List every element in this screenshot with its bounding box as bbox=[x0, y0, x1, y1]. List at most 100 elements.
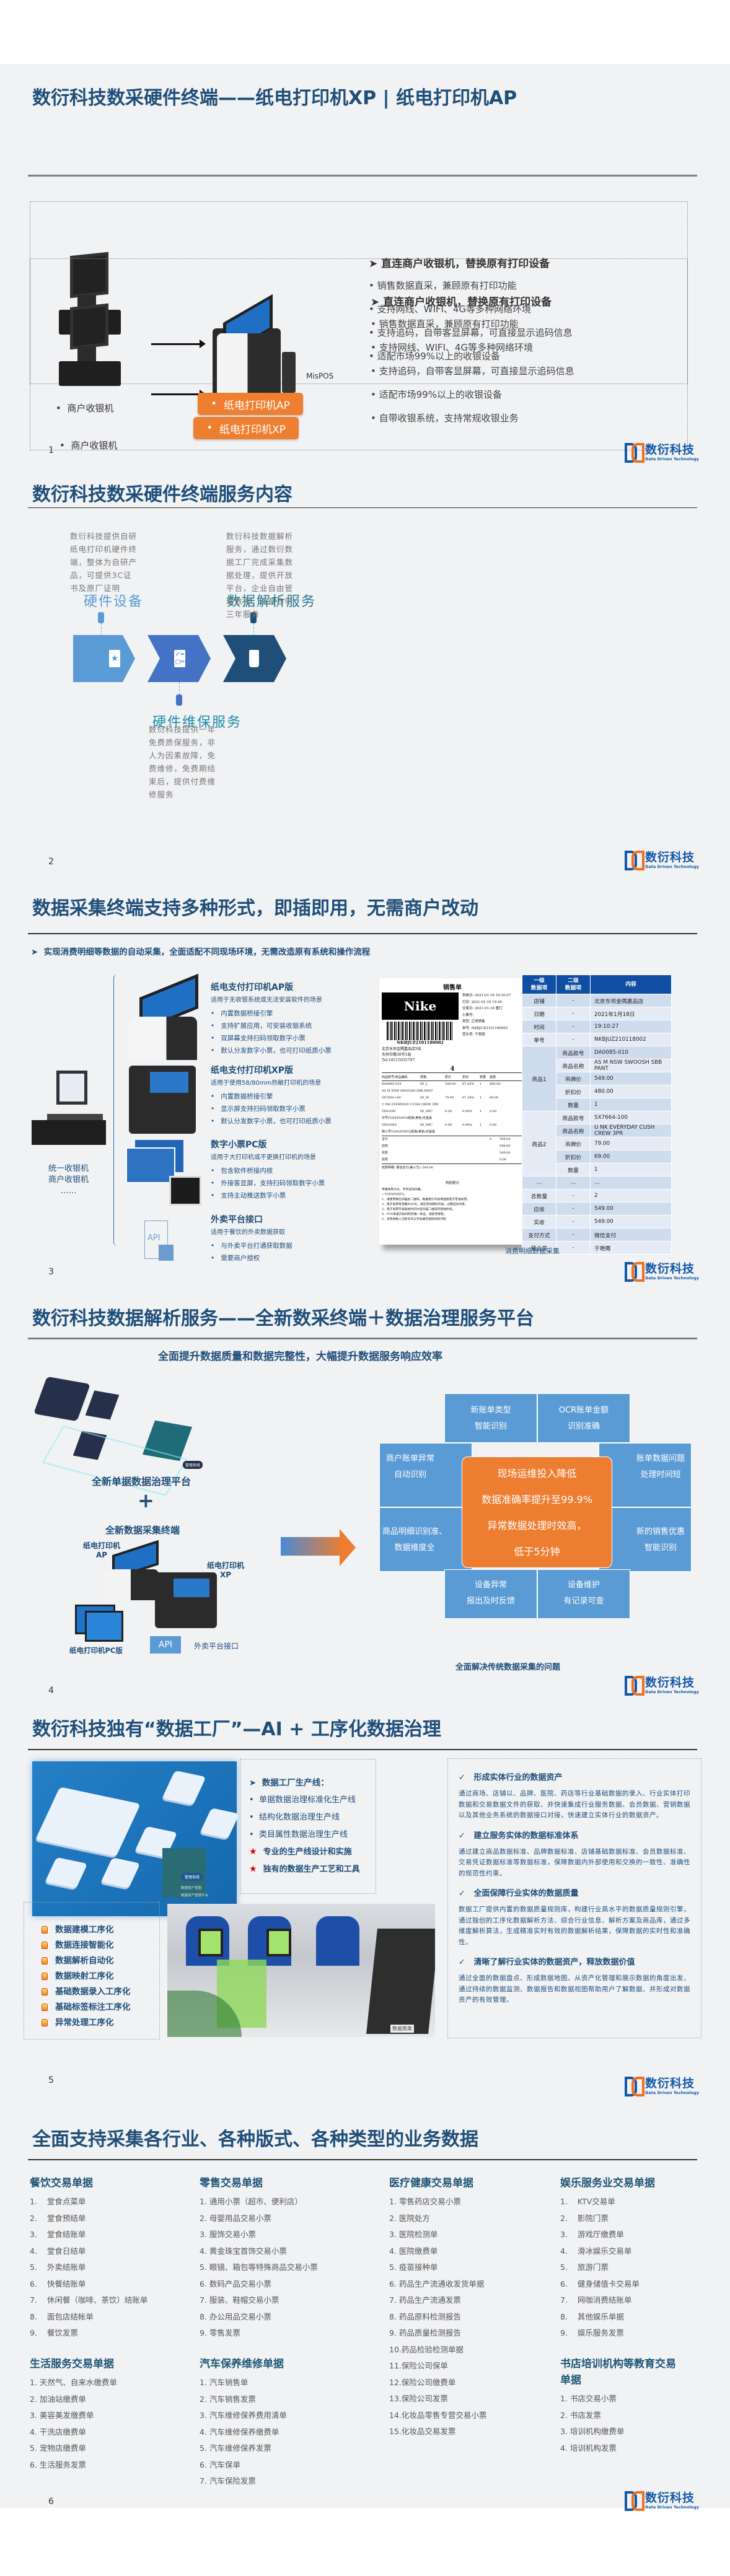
benefit-box: 设备维护 有记录可查 bbox=[537, 1569, 630, 1619]
table-caption: 消费明细数据采集 bbox=[505, 1247, 560, 1255]
thumbs-up-icon bbox=[42, 1957, 48, 1965]
mispos-image bbox=[282, 352, 296, 393]
logo-mark-icon bbox=[625, 2491, 644, 2511]
title-rule bbox=[28, 1749, 697, 1750]
logo-mark-icon bbox=[625, 443, 644, 463]
slide-5: 数衍科技独有“数据工厂”—AI + 工序化数据治理 管理系统 数据资产视图 数据… bbox=[0, 1712, 730, 2108]
slide-3: 数据采集终端支持多种形式，即插即用，无需商户改动 ➤ 实现消费明细等数据的自动采… bbox=[0, 869, 730, 1290]
device-tag-ap: • 纸电打印机AP bbox=[198, 393, 303, 415]
title-rule bbox=[28, 175, 697, 177]
slide-3-subtitle: ➤ 实现消费明细等数据的自动采集，全面适配不同现场环境，无需改造原有系统和操作流… bbox=[31, 947, 371, 957]
slide-4: 数衍科技数据解析服务——全新数采终端＋数据治理服务平台 全面提升数据质量和数据完… bbox=[0, 1290, 730, 1712]
category-retail: 零售交易单据 1. 通用小票（超市、便利店） 2. 母婴用品交易小票 3. 服饰… bbox=[200, 2177, 318, 2337]
benefits-box bbox=[447, 1758, 701, 2038]
page-number: 4 bbox=[48, 1686, 54, 1696]
data-factory-illustration: 管理系统 数据资产视图 数据资产管理平台 bbox=[32, 1761, 240, 1916]
key-metrics-panel: 现场运维投入降低 数据准确率提升至99.9% 异常数据处理时效高， 低于5分钟 bbox=[462, 1457, 612, 1568]
terminal-label: 全新数据采集终端 bbox=[105, 1525, 180, 1536]
production-lines-box bbox=[240, 1759, 376, 1894]
feature-item: • 自带收银系统，支持常规收银业务 bbox=[371, 413, 519, 424]
checklist-icon: ✓═○═ bbox=[174, 650, 185, 667]
device-pc-label: 纸电打印机PC版 bbox=[69, 1646, 123, 1655]
category-dining: 餐饮交易单据 1. 堂食点菜单 2. 堂食预结单 3. 堂食结账单 4. 堂食日… bbox=[30, 2177, 148, 2337]
slide-4-subtitle: 全面提升数据质量和数据完整性，大幅提升数据服务响应效率 bbox=[158, 1351, 442, 1363]
receipt-notice: 传播体育文化，尽享运动乐趣。—TOPSPORTS。1、请使用微信扫描此二维码，根… bbox=[382, 1188, 470, 1221]
benefits-caption: 全面解决传统数据采集的问题 bbox=[455, 1663, 561, 1672]
logo-mark-icon bbox=[625, 851, 644, 870]
device-tag-xp: • 纸电打印机XP bbox=[193, 417, 299, 439]
slide-6-title: 全面支持采集各行业、各种版式、各种类型的业务数据 bbox=[32, 2129, 478, 2150]
panel-xp-features: ➤ 直连商户收银机，替换原有打印设备 • 销售数据直采，兼顾原有打印功能 • 支… bbox=[369, 255, 666, 373]
platform-label: 全新单据数据治理平台 bbox=[92, 1476, 191, 1487]
step-2-label: 硬件维保服务 bbox=[152, 715, 242, 730]
api-badge: API bbox=[150, 1636, 181, 1654]
database-tray-icon bbox=[249, 650, 259, 667]
red-star-icon: ★ bbox=[249, 1847, 257, 1857]
line-item: • 单据数据治理标准化生产线 bbox=[249, 1795, 356, 1805]
slide-5-title: 数衍科技独有“数据工厂”—AI + 工序化数据治理 bbox=[32, 1719, 441, 1740]
feature-item: • 支持追码，自带客显屏幕，可直接显示追码信息 bbox=[369, 327, 573, 338]
table-row: ……… bbox=[522, 1176, 671, 1189]
page-number: 1 bbox=[48, 445, 54, 455]
table-row: 支付方式-微信支付 bbox=[522, 1229, 671, 1241]
feature-heading: ➤ 直连商户收银机，替换原有打印设备 bbox=[371, 296, 552, 309]
product-xp-image bbox=[129, 1066, 196, 1134]
process-item: 基础标签标注工序化 bbox=[42, 2000, 131, 2015]
table-row: 总数量-2 bbox=[522, 1189, 671, 1202]
feature-item: • 销售数据直采，兼顾原有打印功能 bbox=[369, 280, 517, 291]
panel-ap bbox=[30, 258, 688, 450]
arrow-gradient-icon bbox=[281, 1529, 356, 1566]
title-rule bbox=[28, 2159, 697, 2160]
feature-item: • 销售数据直采，兼顾原有打印功能 bbox=[371, 318, 519, 330]
check-icon: ✓ bbox=[459, 1889, 465, 1898]
category-auto: 汽车保养维修单据 1. 汽车销售单 2. 汽车销售发票 3. 汽车维修保养费用清… bbox=[200, 2358, 287, 2486]
logo-mark-icon bbox=[625, 1676, 644, 1696]
slide-4-title: 数衍科技数据解析服务——全新数采终端＋数据治理服务平台 bbox=[32, 1308, 534, 1330]
red-star-icon: ★ bbox=[249, 1864, 257, 1874]
step-1-label: 硬件设备 bbox=[84, 594, 144, 610]
benefit-box: 设备异常 报出及时反馈 bbox=[444, 1569, 537, 1619]
process-list: 数据建模工序化 数据连接智能化 数据解析自动化 数据映射工序化 基础数据录入工序… bbox=[42, 1922, 131, 2031]
pin-marker bbox=[250, 612, 257, 623]
connector-line bbox=[101, 623, 102, 636]
logo-mark-icon bbox=[625, 2077, 644, 2096]
table-row: 营业员-于艳霞 bbox=[522, 1242, 671, 1254]
table-row: 应收-549.00 bbox=[522, 1203, 671, 1215]
benefit-box: 新账单类型 智能识别 bbox=[444, 1393, 537, 1443]
check-icon: ✓ bbox=[459, 1958, 465, 1967]
product-pc: 数字小票PC版 适用于大打印机或不更换打印机的场景 包含软件桥接内核 外接客显屏… bbox=[211, 1138, 359, 1203]
logo-mark-icon bbox=[625, 1262, 644, 1282]
pin-marker bbox=[176, 694, 182, 706]
bracket bbox=[113, 975, 120, 1246]
star-item: ★独有的数据生产工艺和工具 bbox=[249, 1864, 360, 1874]
device-xp-label: 纸电打印机 XP bbox=[207, 1561, 245, 1579]
product-api: 外卖平台接口 适用于餐饮的外卖数据获取 与外卖平台打通获取数据 需要商户授权 bbox=[211, 1213, 359, 1266]
slide-1: 数衍科技数采硬件终端——纸电打印机XP | 纸电打印机AP • 商户收银机 • … bbox=[0, 64, 730, 473]
slide-2: 数衍科技数采硬件终端服务内容 数衍科技提供自研纸电打印机硬件终端，整体为自研产品… bbox=[0, 473, 730, 870]
thumbs-up-icon bbox=[42, 1926, 48, 1934]
feature-item: • 适配市场99%以上的收银设备 bbox=[371, 389, 502, 400]
line-item: • 类目属性数据治理生产线 bbox=[249, 1830, 348, 1839]
api-icon: API bbox=[144, 1220, 174, 1261]
step-3-label: 数据解析服务 bbox=[227, 594, 317, 610]
office-photo: 数据库席 bbox=[167, 1904, 435, 2037]
device-pc-image bbox=[75, 1605, 125, 1642]
cash-register-label: • 商户收银机 bbox=[59, 440, 118, 451]
device-ap-image bbox=[103, 1540, 165, 1600]
star-icon: ★ bbox=[109, 650, 120, 667]
mispos-label: MisPOS bbox=[306, 372, 334, 380]
process-item: 基础数据录入工序化 bbox=[42, 1984, 131, 2000]
iso-tag: 管理系统 bbox=[181, 1873, 204, 1881]
process-list-box bbox=[24, 1902, 160, 2039]
benefits-list: ✓ 形成实体行业的数据资产 通过商场、店铺以、品牌、医院、药店等行业基础数据的录… bbox=[459, 1773, 690, 2004]
photo-caption: 数据库席 bbox=[390, 2025, 414, 2033]
